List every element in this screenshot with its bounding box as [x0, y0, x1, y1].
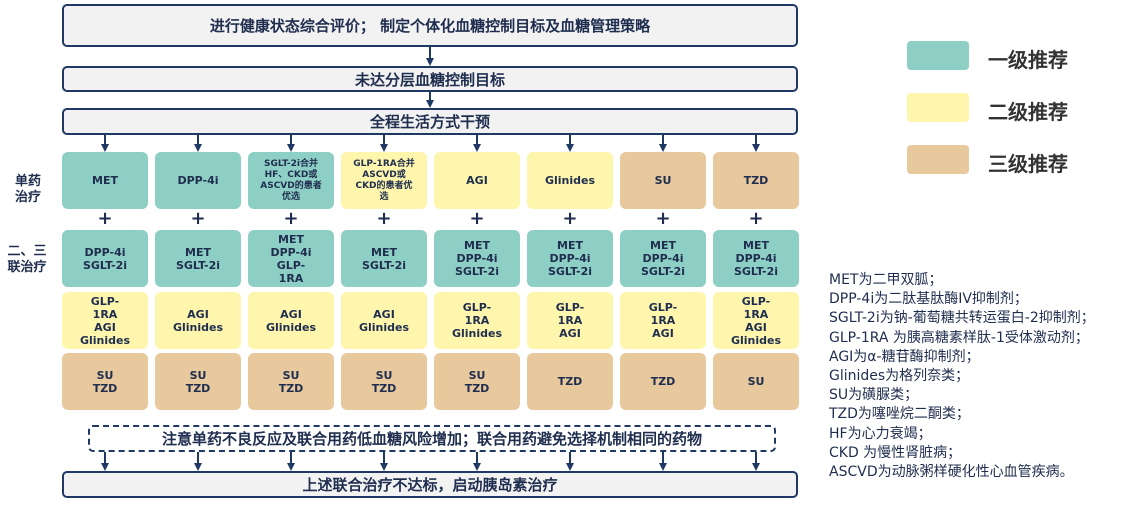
legend-label-level3: 三级推荐 [988, 152, 1068, 176]
abbreviation-item: MET为二甲双胍； [829, 272, 943, 288]
plus-icon: + [97, 208, 113, 229]
drug-box-combo3-col1: SU TZD [62, 353, 148, 410]
drug-box-combo2-col3: AGI Glinides [248, 292, 334, 349]
assessment-bar: 进行健康状态综合评价； 制定个体化血糖控制目标及血糖管理策略 [62, 4, 798, 47]
plus-icon: + [748, 208, 764, 229]
drug-box-combo3-col5: SU TZD [434, 353, 520, 410]
drug-box-combo3-col8: SU [713, 353, 799, 410]
drug-box-combo3-col4: SU TZD [341, 353, 427, 410]
drug-box-combo3-col3: SU TZD [248, 353, 334, 410]
unmet-target-bar: 未达分层血糖控制目标 [62, 66, 798, 92]
drug-box-mono-col8: TZD [713, 152, 799, 209]
legend-swatch-level1 [907, 41, 969, 70]
drug-box-combo1-col1: DPP-4i SGLT-2i [62, 230, 148, 287]
plus-icon: + [469, 208, 485, 229]
plus-icon: + [190, 208, 206, 229]
drug-box-combo2-col5: GLP- 1RA Glinides [434, 292, 520, 349]
plus-icon: + [655, 208, 671, 229]
insulin-start-bar: 上述联合治疗不达标，启动胰岛素治疗 [62, 471, 798, 498]
abbreviation-item: ASCVD为动脉粥样硬化性心血管疾病。 [829, 464, 1074, 481]
lifestyle-intervention-bar: 全程生活方式干预 [62, 108, 798, 135]
abbreviation-item: CKD 为慢性肾脏病； [829, 444, 962, 461]
drug-box-combo1-col7: MET DPP-4i SGLT-2i [620, 230, 706, 287]
abbreviation-item: TZD为噻唑烷二酮类； [829, 406, 970, 423]
drug-box-combo1-col4: MET SGLT-2i [341, 230, 427, 287]
legend-swatch-level3 [907, 145, 969, 174]
abbreviation-item: AGI为α-糖苷酶抑制剂； [829, 348, 980, 365]
drug-box-combo2-col6: GLP- 1RA AGI [527, 292, 613, 349]
combination-row-label: 二、三 联治疗 [7, 244, 47, 275]
drug-box-mono-col1: MET [62, 152, 148, 209]
legend-swatch-level2 [907, 93, 969, 122]
drug-box-mono-col7: SU [620, 152, 706, 209]
abbreviation-item: HF为心力衰竭； [829, 425, 932, 442]
drug-box-combo2-col4: AGI Glinides [341, 292, 427, 349]
monotherapy-row-label: 单药 治疗 [14, 174, 41, 205]
drug-box-mono-col3: SGLT-2i合并 HF、CKD或 ASCVD的患者 优选 [248, 152, 334, 209]
drug-box-combo2-col7: GLP- 1RA AGI [620, 292, 706, 349]
abbreviation-item: DPP-4i为二肽基肽酶IV抑制剂； [829, 291, 1028, 308]
caution-note-bar: 注意单药不良反应及联合用药低血糖风险增加；联合用药避免选择机制相同的药物 [88, 425, 776, 452]
abbreviation-item: SU为磺脲类； [829, 387, 919, 404]
drug-box-combo3-col6: TZD [527, 353, 613, 410]
drug-box-combo2-col1: GLP- 1RA AGI Glinides [62, 292, 148, 349]
legend-label-level2: 二级推荐 [988, 100, 1068, 124]
drug-box-mono-col4: GLP-1RA合并 ASCVD或 CKD的患者优 选 [341, 152, 427, 209]
legend-label-level1: 一级推荐 [988, 48, 1068, 72]
drug-box-combo1-col5: MET DPP-4i SGLT-2i [434, 230, 520, 287]
abbreviation-item: SGLT-2i为钠-葡萄糖共转运蛋白-2抑制剂； [829, 310, 1095, 327]
drug-box-combo2-col8: GLP- 1RA AGI Glinides [713, 292, 799, 349]
drug-box-combo3-col2: SU TZD [155, 353, 241, 410]
plus-icon: + [376, 208, 392, 229]
abbreviation-item: Glinides为格列奈类； [829, 368, 970, 385]
drug-box-combo1-col3: MET DPP-4i GLP- 1RA [248, 230, 334, 287]
plus-icon: + [562, 208, 578, 229]
drug-box-mono-col6: Glinides [527, 152, 613, 209]
plus-icon: + [283, 208, 299, 229]
drug-box-combo1-col6: MET DPP-4i SGLT-2i [527, 230, 613, 287]
drug-box-combo1-col8: MET DPP-4i SGLT-2i [713, 230, 799, 287]
drug-box-mono-col2: DPP-4i [155, 152, 241, 209]
drug-box-combo2-col2: AGI Glinides [155, 292, 241, 349]
drug-box-combo1-col2: MET SGLT-2i [155, 230, 241, 287]
abbreviation-list: MET为二甲双胍； DPP-4i为二肽基肽酶IV抑制剂； SGLT-2i为钠-葡萄糖… [829, 271, 1133, 482]
drug-box-combo3-col7: TZD [620, 353, 706, 410]
drug-box-mono-col5: AGI [434, 152, 520, 209]
abbreviation-item: GLP-1RA 为胰高糖素样肽-1受体激动剂； [829, 329, 1089, 346]
